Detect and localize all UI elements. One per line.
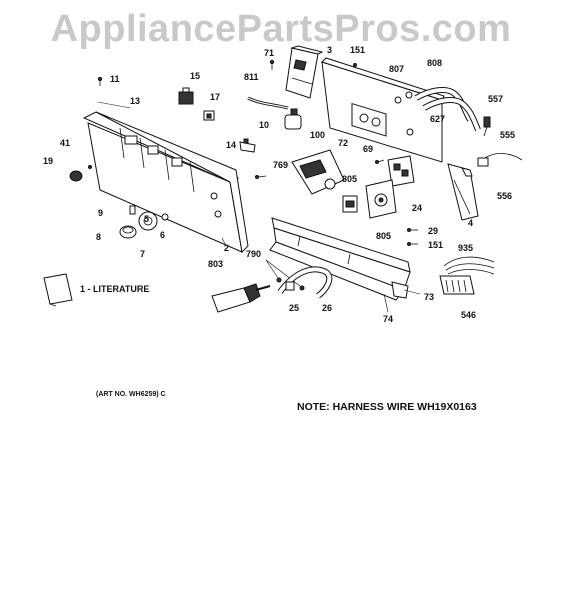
callout-74: 74 [383, 314, 394, 324]
lower-panel-73 [269, 217, 411, 301]
leader-line-73 [403, 289, 421, 295]
connector-546 [439, 275, 475, 295]
callout-803: 803 [208, 259, 224, 269]
callout-14: 14 [226, 140, 237, 150]
callout-4: 4 [468, 218, 474, 228]
leader-line-2 [221, 237, 227, 247]
screw-69 [375, 159, 385, 164]
callout-71: 71 [264, 48, 275, 58]
callout-7: 7 [140, 249, 146, 259]
control-panel-front [82, 111, 249, 254]
callout-10: 10 [259, 120, 270, 130]
leader-line-74 [383, 293, 389, 313]
board-24 [387, 155, 415, 187]
art-number: (ART NO. WH6259) C [96, 391, 166, 398]
callout-556: 556 [497, 191, 513, 201]
callout-26: 26 [322, 303, 333, 313]
screw-151-lower [407, 242, 418, 246]
backsplash-72 [321, 57, 445, 163]
callout-13: 13 [130, 96, 141, 106]
harness-note: NOTE: HARNESS WIRE WH19X0163 [297, 401, 477, 413]
spring-6 [161, 213, 169, 221]
callout-808: 808 [427, 58, 443, 68]
callout-41: 41 [60, 138, 71, 148]
callout-805-a: 805 [342, 174, 358, 184]
bracket-3 [285, 45, 324, 99]
callout-100: 100 [310, 130, 326, 140]
clip-14 [239, 138, 256, 153]
callout-25: 25 [289, 303, 300, 313]
callout-557: 557 [488, 94, 504, 104]
ring-807 [394, 91, 413, 104]
valve-10 [284, 108, 302, 130]
dispenser-803 [211, 283, 271, 313]
end-cap-4 [447, 163, 479, 221]
switch-15 [178, 87, 194, 105]
callout-72: 72 [338, 138, 349, 148]
callout-555: 555 [500, 130, 516, 140]
clip-9 [129, 205, 136, 215]
sensor-556 [477, 153, 523, 167]
switch-805-a [342, 195, 358, 213]
callout-151-top: 151 [350, 45, 366, 55]
callout-546: 546 [461, 310, 477, 320]
plate-805-b [365, 179, 397, 219]
callout-17: 17 [210, 92, 221, 102]
callout-811: 811 [244, 72, 259, 82]
callout-69: 69 [363, 144, 374, 154]
callout-935: 935 [458, 243, 474, 253]
screw-71 [269, 59, 275, 70]
knob-19 [69, 165, 92, 182]
callout-5: 5 [144, 214, 150, 224]
callout-3: 3 [327, 45, 333, 55]
callout-2: 2 [224, 243, 230, 253]
knob-8 [119, 225, 137, 239]
callout-6: 6 [160, 230, 166, 240]
callout-151-lower: 151 [428, 240, 444, 250]
callout-73: 73 [424, 292, 435, 302]
screw-29 [407, 228, 418, 232]
callout-627: 627 [430, 114, 446, 124]
literature-booklet [43, 273, 73, 307]
leader-line-13 [97, 101, 131, 109]
hose-808 [414, 87, 481, 132]
callout-24: 24 [412, 203, 423, 213]
literature-label: 1 - LITERATURE [80, 284, 150, 294]
callout-15: 15 [190, 71, 201, 81]
callout-11: 11 [110, 74, 120, 84]
hose-26 [277, 266, 333, 299]
callout-769: 769 [273, 160, 289, 170]
callout-9: 9 [98, 208, 104, 218]
screw-769 [255, 175, 267, 179]
timer-100 [291, 149, 345, 195]
callout-29: 29 [428, 226, 439, 236]
callout-790: 790 [246, 249, 262, 259]
fitting-557 [483, 116, 491, 137]
callout-19: 19 [43, 156, 54, 166]
harness-935 [443, 256, 495, 275]
callout-8: 8 [96, 232, 102, 242]
watermark-text: AppliancePartsPros.com [50, 8, 512, 50]
knob-7 [138, 211, 158, 231]
screw-11 [97, 76, 103, 86]
callout-807: 807 [389, 64, 405, 74]
callout-805-b: 805 [376, 231, 392, 241]
switch-17 [203, 110, 215, 121]
